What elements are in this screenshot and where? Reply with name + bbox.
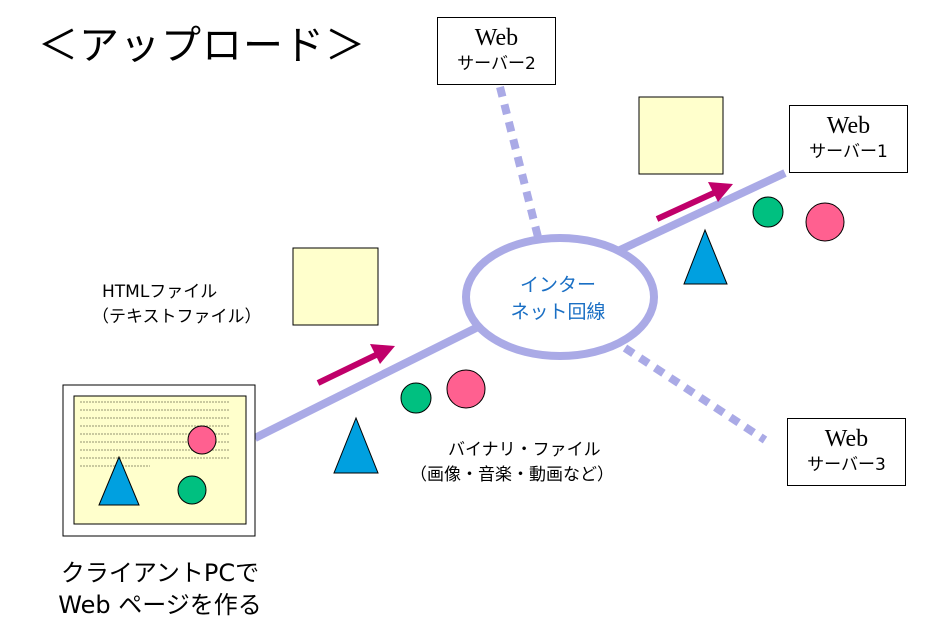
- hub-to-server3-dashed-line: [622, 344, 768, 444]
- web-server-3-box: Web サーバー3: [787, 418, 906, 486]
- hub-label-line1: インター: [519, 274, 596, 296]
- client-pc-label-line1: クライアントPCで: [60, 559, 260, 587]
- server-3-label: サーバー3: [807, 455, 886, 475]
- binary-circle-pink-middle: [446, 369, 486, 409]
- server-2-label: サーバー2: [457, 54, 536, 74]
- server-2-name: Web: [474, 25, 519, 51]
- hub-label-line2: ネット回線: [510, 301, 606, 323]
- client-to-hub-line: [253, 322, 482, 442]
- html-file-label: HTMLファイル （テキストファイル）: [92, 280, 262, 330]
- html-file-label-line1: HTMLファイル: [102, 282, 218, 302]
- hub-to-server2-dashed-line: [496, 86, 542, 238]
- html-file-square-right: [638, 96, 724, 175]
- binary-circle-pink-right: [805, 202, 845, 242]
- web-server-2-box: Web サーバー2: [437, 17, 556, 85]
- html-file-square-left: [292, 247, 379, 326]
- web-server-1-box: Web サーバー1: [789, 105, 908, 173]
- binary-file-label-line2: （画像・音楽・動画など）: [410, 465, 614, 485]
- upload-arrow-right: [655, 182, 733, 222]
- document-triangle: [98, 455, 140, 506]
- binary-circle-green-right: [752, 196, 784, 228]
- server-1-name: Web: [826, 113, 871, 139]
- binary-triangle-middle: [333, 416, 379, 474]
- server-1-label: サーバー1: [809, 142, 888, 162]
- internet-hub-ellipse: [462, 234, 658, 360]
- client-pc-label: クライアントPCで Web ページを作る: [40, 557, 280, 621]
- upload-arrow-left: [316, 344, 395, 386]
- binary-file-label: バイナリ・ファイル （画像・音楽・動画など）: [410, 438, 614, 488]
- binary-file-label-line1: バイナリ・ファイル: [448, 440, 601, 460]
- document-circle-green: [177, 475, 207, 505]
- hub-to-server1-line: [618, 169, 787, 254]
- binary-circle-green-middle: [400, 382, 432, 414]
- document-circle-pink: [187, 425, 217, 455]
- html-file-label-line2: （テキストファイル）: [92, 307, 262, 327]
- server-3-name: Web: [824, 426, 869, 452]
- internet-hub-label: インター ネット回線: [478, 272, 638, 326]
- binary-triangle-right: [683, 228, 728, 285]
- page-title: ＜アップロード＞: [38, 23, 366, 69]
- client-web-page-document: [62, 384, 256, 537]
- client-pc-label-line2: Web ページを作る: [58, 591, 262, 619]
